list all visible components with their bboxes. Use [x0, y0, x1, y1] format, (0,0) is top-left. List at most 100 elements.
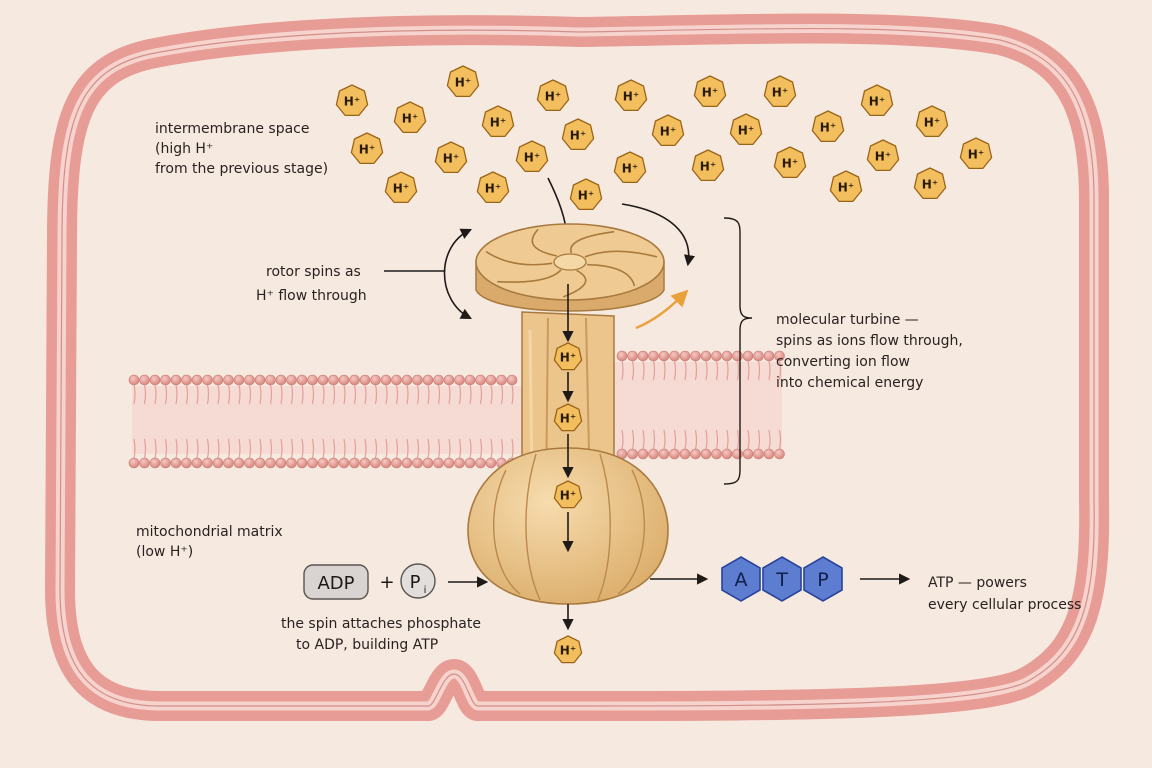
- lipid-head: [496, 374, 507, 386]
- lipid-tail: [133, 384, 136, 405]
- lipid-head: [475, 374, 486, 386]
- lipid-tail: [175, 438, 178, 459]
- lipid-head: [139, 374, 150, 386]
- lipid-tail: [437, 438, 441, 459]
- lipid-tail: [448, 384, 451, 405]
- lipid-tail: [332, 438, 336, 459]
- phosphate-subscript: i: [424, 585, 427, 596]
- lipid-tail: [301, 438, 304, 459]
- lipid-head: [349, 457, 360, 469]
- lipid-head: [233, 374, 245, 386]
- lipid-tail: [290, 384, 294, 405]
- lipid-head: [711, 350, 722, 362]
- proton-ion: H⁺: [691, 149, 725, 182]
- proton-ion: H⁺: [335, 84, 369, 117]
- lipid-tail: [343, 438, 346, 459]
- lipid-head: [170, 457, 182, 469]
- lipid-head: [443, 374, 455, 386]
- proton-ion: H⁺: [393, 101, 427, 134]
- lipid-tail: [736, 360, 740, 381]
- atp-hex-t: [762, 556, 802, 602]
- lipid-tail: [631, 429, 635, 450]
- proton-ion: H⁺: [569, 178, 603, 211]
- proton-ion: H⁺: [553, 403, 583, 432]
- lipid-head: [202, 457, 213, 469]
- lipid-head: [265, 457, 276, 469]
- lipid-head: [637, 448, 649, 460]
- lipid-head: [711, 448, 722, 460]
- proton-ion-label: H⁺: [875, 150, 891, 164]
- rotor-label-1: rotor spins as: [266, 264, 361, 280]
- lipid-tail: [185, 438, 189, 459]
- turbine-label-2: spins as ions flow through,: [776, 333, 963, 349]
- lipid-head: [648, 448, 659, 460]
- proton-ion-label: H⁺: [393, 182, 409, 196]
- proton-ion: H⁺: [434, 141, 468, 174]
- lipid-tail: [248, 384, 252, 405]
- proton-ion-label: H⁺: [359, 143, 375, 157]
- lipid-head: [648, 350, 659, 362]
- rotor-blade: [584, 250, 658, 258]
- lipid-head: [433, 374, 444, 386]
- lipid-head: [128, 374, 140, 386]
- proton-ion-label: H⁺: [485, 182, 501, 196]
- lipid-tail: [663, 360, 666, 381]
- lipid-head: [658, 448, 670, 460]
- proton-ion: H⁺: [915, 105, 949, 138]
- lipid-head: [412, 374, 423, 386]
- lipid-tail: [642, 429, 645, 450]
- lipid-head: [401, 374, 413, 386]
- proton-ion: H⁺: [553, 635, 583, 664]
- lipid-head: [721, 448, 733, 460]
- lipid-head: [181, 374, 192, 386]
- lipid-head: [349, 374, 360, 386]
- lipid-head: [669, 350, 680, 362]
- lipid-head: [370, 374, 381, 386]
- proton-ion: H⁺: [553, 342, 583, 371]
- proton-ion-label: H⁺: [560, 644, 576, 658]
- proton-ion-label: H⁺: [968, 148, 984, 162]
- intermembrane-label: intermembrane space: [155, 121, 310, 137]
- proton-ion: H⁺: [536, 79, 570, 112]
- proton-ion: H⁺: [693, 75, 727, 108]
- rotor-blade: [531, 228, 557, 257]
- proton-ion-label: H⁺: [924, 116, 940, 130]
- adp-molecule: ADP: [303, 564, 369, 600]
- lipid-head: [296, 457, 308, 469]
- proton-ion: H⁺: [476, 171, 510, 204]
- lipid-head: [170, 374, 182, 386]
- lipid-head: [443, 457, 455, 469]
- proton-ion: H⁺: [614, 79, 648, 112]
- lipid-head: [338, 457, 350, 469]
- atp-letter-a: A: [735, 569, 748, 591]
- lipid-tail: [206, 438, 210, 459]
- proton-ion-label: H⁺: [838, 181, 854, 195]
- atp-caption-1: ATP — powers: [928, 575, 1027, 591]
- proton-ion: H⁺: [651, 114, 685, 147]
- atp-hex-p: [803, 556, 843, 602]
- lipid-head: [317, 457, 329, 469]
- lipid-tail: [757, 429, 761, 450]
- mitochondrion-membrane: [44, 13, 1110, 721]
- lipid-head: [753, 448, 764, 460]
- atp-molecule: A T P: [721, 556, 843, 602]
- lipid-head: [763, 448, 775, 460]
- proton-ion-label: H⁺: [344, 95, 360, 109]
- lipid-tail: [322, 438, 325, 459]
- turbine-label-1: molecular turbine —: [776, 312, 919, 328]
- lipid-tail: [479, 438, 483, 459]
- lipid-head: [233, 457, 245, 469]
- rotor-blade: [569, 230, 615, 254]
- lipid-head: [433, 457, 444, 469]
- lipid-tail: [259, 384, 262, 405]
- lipid-head: [422, 374, 434, 386]
- lipid-tail: [353, 438, 357, 459]
- lipid-head: [679, 350, 691, 362]
- lipid-tail: [374, 438, 378, 459]
- rotor-blade: [497, 269, 562, 283]
- lipid-tail: [154, 384, 157, 405]
- proton-ion-label: H⁺: [738, 124, 754, 138]
- lipid-head: [627, 448, 638, 460]
- inner-membrane-bilayer: [128, 350, 785, 469]
